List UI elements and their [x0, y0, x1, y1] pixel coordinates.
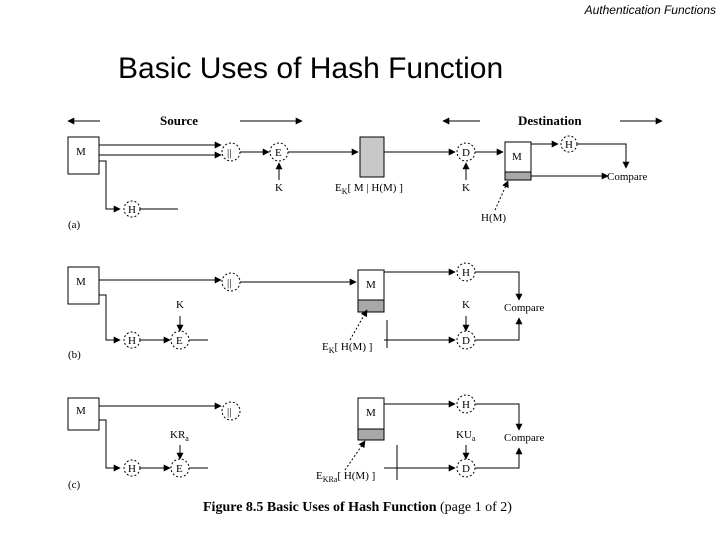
c-concat-node [221, 401, 241, 421]
caption-bold: Figure 8.5 Basic Uses of Hash Function [203, 500, 437, 515]
a-dest-k-label: K [462, 182, 470, 194]
c-dest-h-text: H [462, 399, 470, 411]
c-ekra-label: EKRa[ H(M) ] [316, 470, 375, 484]
c-kra-label: KRa [170, 429, 189, 443]
a-e-text: E [275, 147, 282, 159]
a-dest-h-text: H [565, 139, 573, 151]
b-e-text: E [176, 335, 183, 347]
b-ek-label: EK[ H(M) ] [322, 341, 372, 355]
c-panel-label: (c) [68, 479, 81, 491]
a-h-text: H [128, 204, 136, 216]
a-concat-text: || [227, 147, 231, 159]
slide-header: Authentication Functions [584, 3, 716, 17]
c-dest-m-label: M [366, 407, 376, 419]
a-hm-label: H(M) [481, 212, 506, 224]
b-compare-label: Compare [504, 302, 544, 314]
a-m-label: M [76, 146, 86, 158]
b-concat-text: || [227, 277, 231, 289]
a-ciphertext-block [359, 136, 385, 178]
a-k-label: K [275, 182, 283, 194]
c-m-label: M [76, 405, 86, 417]
c-e-text: E [176, 463, 183, 475]
b-message-box [67, 266, 100, 305]
c-message-box [67, 397, 100, 431]
a-d-text: D [462, 147, 470, 159]
destination-label: Destination [518, 113, 582, 128]
figure-caption: Figure 8.5 Basic Uses of Hash Function (… [203, 500, 512, 516]
b-dest-m-label: M [366, 279, 376, 291]
b-m-label: M [76, 276, 86, 288]
b-dest-h-text: H [462, 267, 470, 279]
b-dest-k-label: K [462, 299, 470, 311]
a-ek-label: EK[ M | H(M) ] [335, 182, 403, 196]
caption-rest: (page 1 of 2) [436, 500, 512, 515]
a-compare-label: Compare [607, 171, 647, 183]
b-panel-label: (b) [68, 349, 81, 361]
c-concat-text: || [227, 406, 231, 418]
c-d-text: D [462, 463, 470, 475]
a-dest-m-label: M [512, 151, 522, 163]
source-label: Source [160, 113, 198, 128]
c-kua-label: KUa [456, 429, 476, 443]
b-k-label: K [176, 299, 184, 311]
b-h-text: H [128, 335, 136, 347]
slide-title: Basic Uses of Hash Function [118, 52, 504, 85]
c-h-text: H [128, 463, 136, 475]
c-compare-label: Compare [504, 432, 544, 444]
b-d-text: D [462, 335, 470, 347]
a-panel-label: (a) [68, 219, 81, 231]
